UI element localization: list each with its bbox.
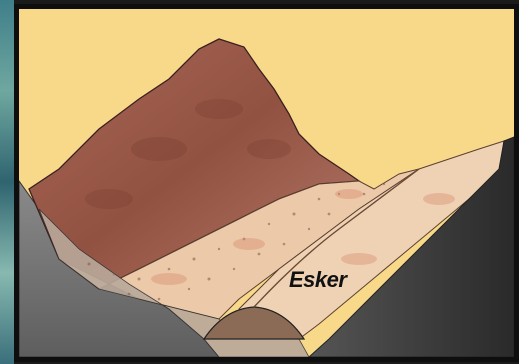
background-photo-edge <box>0 0 14 364</box>
diagram-frame: Esker <box>14 4 519 362</box>
esker-label: Esker <box>289 267 346 293</box>
landscape-illustration <box>19 9 514 357</box>
